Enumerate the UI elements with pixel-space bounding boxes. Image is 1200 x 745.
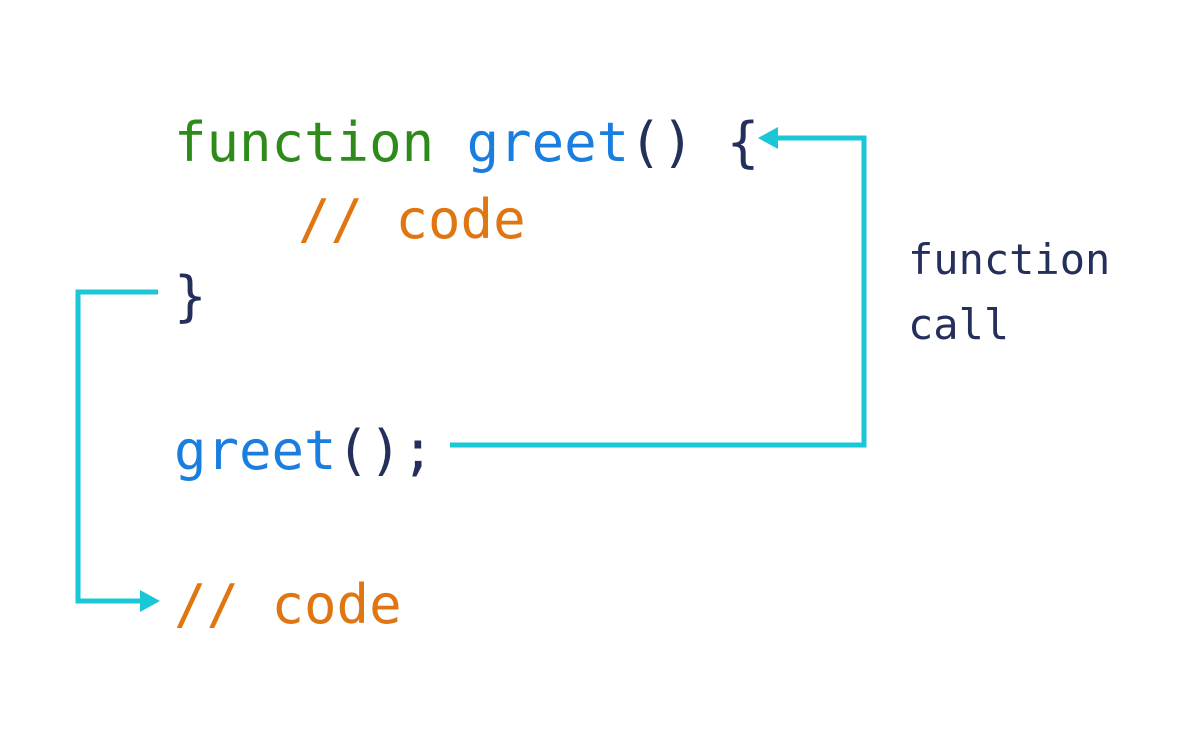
call-function-name: greet xyxy=(174,419,337,482)
closing-brace-line: } xyxy=(174,270,207,324)
call-parens: (); xyxy=(336,419,435,482)
function-keyword: function xyxy=(174,111,435,174)
return-arrow xyxy=(75,289,158,604)
return-arrow-head-icon xyxy=(140,590,160,612)
call-arrow xyxy=(450,135,867,448)
call-arrow-head-icon xyxy=(758,127,778,149)
annotation-label-line2: call xyxy=(908,300,1010,349)
annotation-label-line1: function xyxy=(908,235,1111,284)
opening-brace: { xyxy=(726,111,760,174)
after-call-comment: // code xyxy=(174,578,402,632)
function-declaration-line: function greet() { xyxy=(174,116,759,170)
function-call-line: greet(); xyxy=(174,424,434,478)
after-call-comment-text: // code xyxy=(174,573,402,636)
closing-brace: } xyxy=(174,265,207,328)
body-comment-text: // code xyxy=(298,188,526,251)
function-name: greet xyxy=(466,111,630,174)
function-body-comment: // code xyxy=(298,193,526,247)
parameter-parens: () xyxy=(629,111,695,174)
